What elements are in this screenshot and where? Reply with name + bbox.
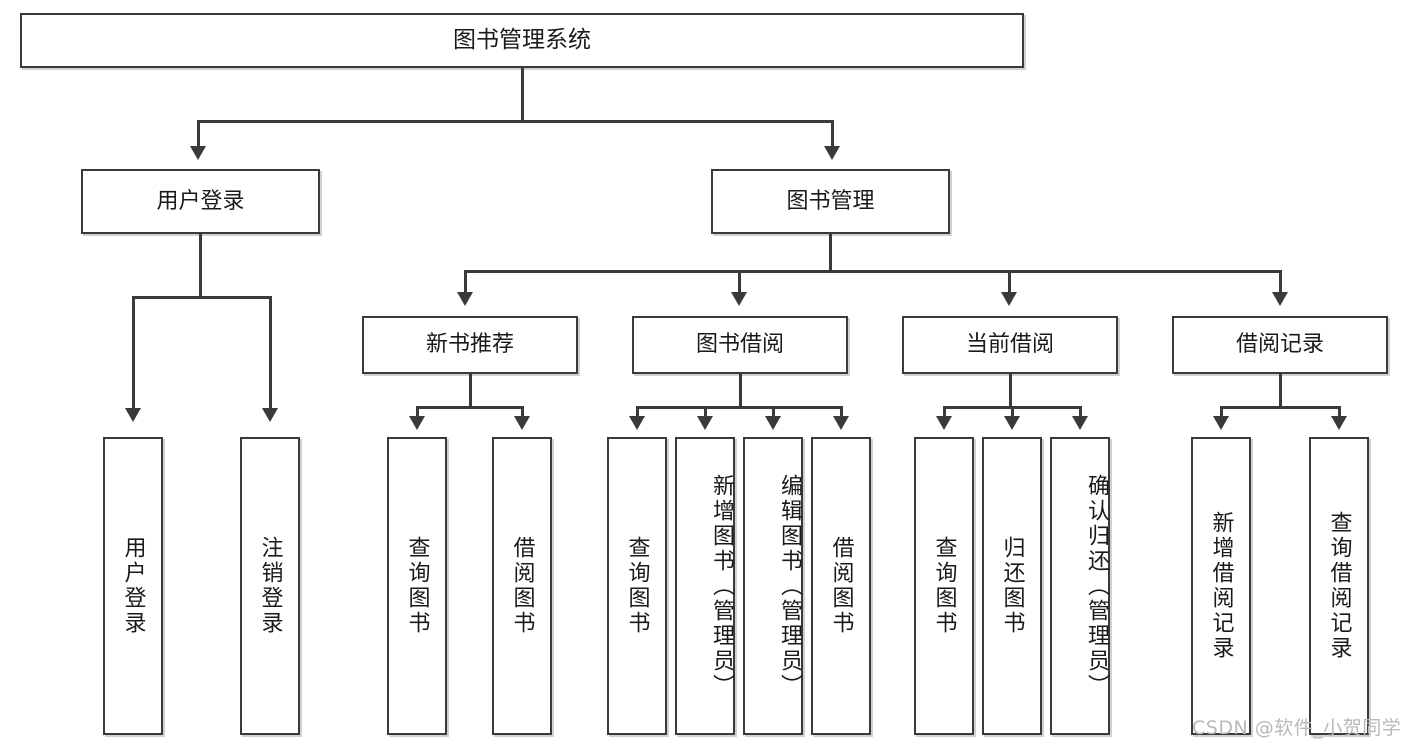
connector-borrow-record-leaf1 [1220, 406, 1223, 418]
connector-current-borrow-leaf3 [1079, 406, 1082, 418]
leaf-query-book[interactable]: 查询图书 [607, 437, 667, 735]
leaf-label: 用户登录 [120, 536, 146, 636]
connector-user-login-leaf1 [132, 296, 135, 410]
leaf-label: 查询借阅记录 [1326, 511, 1352, 661]
connector-to-current-borrow [1008, 270, 1011, 294]
connector-borrow-record-bus [1220, 406, 1340, 409]
arrow-to-new-book [457, 292, 473, 306]
node-root-system[interactable]: 图书管理系统 [20, 13, 1024, 68]
leaf-label: 查询图书 [624, 536, 650, 636]
node-book-borrow[interactable]: 图书借阅 [632, 316, 848, 374]
leaf-label: 借阅图书 [509, 536, 535, 636]
leaf-label: 新增借阅记录 [1208, 511, 1234, 661]
leaf-query-borrow-record[interactable]: 查询借阅记录 [1309, 437, 1369, 735]
leaf-return-book[interactable]: 归还图书 [982, 437, 1042, 735]
leaf-label: 新增图书（管理员） [709, 473, 734, 699]
node-user-login[interactable]: 用户登录 [81, 169, 320, 234]
connector-book-borrow-stem [739, 374, 742, 408]
connector-user-login-leaf2 [269, 296, 272, 410]
arrow-to-book-borrow [731, 292, 747, 306]
arrow-book-borrow-leaf1 [629, 416, 645, 430]
connector-borrow-record-leaf2 [1338, 406, 1341, 418]
leaf-borrow-book-recommend[interactable]: 借阅图书 [492, 437, 552, 735]
leaf-add-book-admin[interactable]: 新增图书（管理员） [675, 437, 735, 735]
arrow-new-book-leaf1 [409, 416, 425, 430]
node-borrow-record[interactable]: 借阅记录 [1172, 316, 1388, 374]
connector-root-stem [521, 68, 524, 122]
node-label: 图书借阅 [695, 332, 784, 358]
arrow-borrow-record-leaf2 [1331, 416, 1347, 430]
leaf-confirm-return-admin[interactable]: 确认归还（管理员） [1050, 437, 1110, 735]
leaf-query-book-current[interactable]: 查询图书 [914, 437, 974, 735]
leaf-label: 确认归还（管理员） [1084, 473, 1109, 699]
node-label: 当前借阅 [965, 332, 1054, 358]
leaf-label: 借阅图书 [828, 536, 854, 636]
leaf-logout[interactable]: 注销登录 [240, 437, 300, 735]
connector-borrow-record-stem [1279, 374, 1282, 408]
node-current-borrow[interactable]: 当前借阅 [902, 316, 1118, 374]
connector-current-borrow-stem [1009, 374, 1012, 408]
arrow-current-borrow-leaf2 [1004, 416, 1020, 430]
connector-to-new-book [464, 270, 467, 294]
connector-book-borrow-bus [636, 406, 842, 409]
node-label: 图书管理系统 [453, 27, 591, 54]
arrow-current-borrow-leaf1 [936, 416, 952, 430]
connector-to-user-login [197, 120, 200, 148]
connector-book-manage-bus [464, 270, 1279, 273]
connector-current-borrow-leaf2 [1011, 406, 1014, 418]
leaf-label: 编辑图书（管理员） [777, 473, 802, 699]
connector-book-borrow-leaf3 [772, 406, 775, 418]
connector-new-book-leaf2 [521, 406, 524, 418]
node-book-manage[interactable]: 图书管理 [711, 169, 950, 234]
leaf-label: 注销登录 [257, 536, 283, 636]
node-label: 图书管理 [786, 188, 875, 214]
arrow-to-book-manage [824, 146, 840, 160]
connector-user-login-bus [132, 296, 269, 299]
connector-book-borrow-leaf2 [704, 406, 707, 418]
connector-book-borrow-leaf1 [636, 406, 639, 418]
leaf-label: 查询图书 [404, 536, 430, 636]
node-label: 借阅记录 [1235, 332, 1324, 358]
node-label: 用户登录 [156, 188, 245, 214]
arrow-user-login-leaf1 [125, 408, 141, 422]
leaf-edit-book-admin[interactable]: 编辑图书（管理员） [743, 437, 803, 735]
leaf-label: 查询图书 [931, 536, 957, 636]
connector-to-borrow-record [1279, 270, 1282, 294]
connector-new-book-leaf1 [416, 406, 419, 418]
arrow-to-borrow-record [1272, 292, 1288, 306]
leaf-label: 归还图书 [999, 536, 1025, 636]
arrow-current-borrow-leaf3 [1072, 416, 1088, 430]
watermark-csdn: CSDN @软件_小贺同学 [1192, 717, 1402, 739]
node-label: 新书推荐 [425, 332, 514, 358]
connector-root-bus [197, 120, 834, 123]
arrow-to-current-borrow [1001, 292, 1017, 306]
connector-user-login-stem [199, 234, 202, 298]
leaf-query-book-recommend[interactable]: 查询图书 [387, 437, 447, 735]
node-new-book-recommend[interactable]: 新书推荐 [362, 316, 578, 374]
leaf-add-borrow-record[interactable]: 新增借阅记录 [1191, 437, 1251, 735]
arrow-borrow-record-leaf1 [1213, 416, 1229, 430]
connector-to-book-borrow [738, 270, 741, 294]
connector-new-book-bus [416, 406, 524, 409]
arrow-new-book-leaf2 [514, 416, 530, 430]
arrow-book-borrow-leaf2 [697, 416, 713, 430]
connector-new-book-stem [469, 374, 472, 408]
leaf-borrow-book[interactable]: 借阅图书 [811, 437, 871, 735]
connector-current-borrow-leaf1 [943, 406, 946, 418]
arrow-book-borrow-leaf3 [765, 416, 781, 430]
leaf-user-login[interactable]: 用户登录 [103, 437, 163, 735]
connector-book-manage-stem [829, 234, 832, 272]
arrow-book-borrow-leaf4 [833, 416, 849, 430]
arrow-to-user-login [190, 146, 206, 160]
connector-book-borrow-leaf4 [840, 406, 843, 418]
connector-to-book-manage [831, 120, 834, 148]
arrow-user-login-leaf2 [262, 408, 278, 422]
